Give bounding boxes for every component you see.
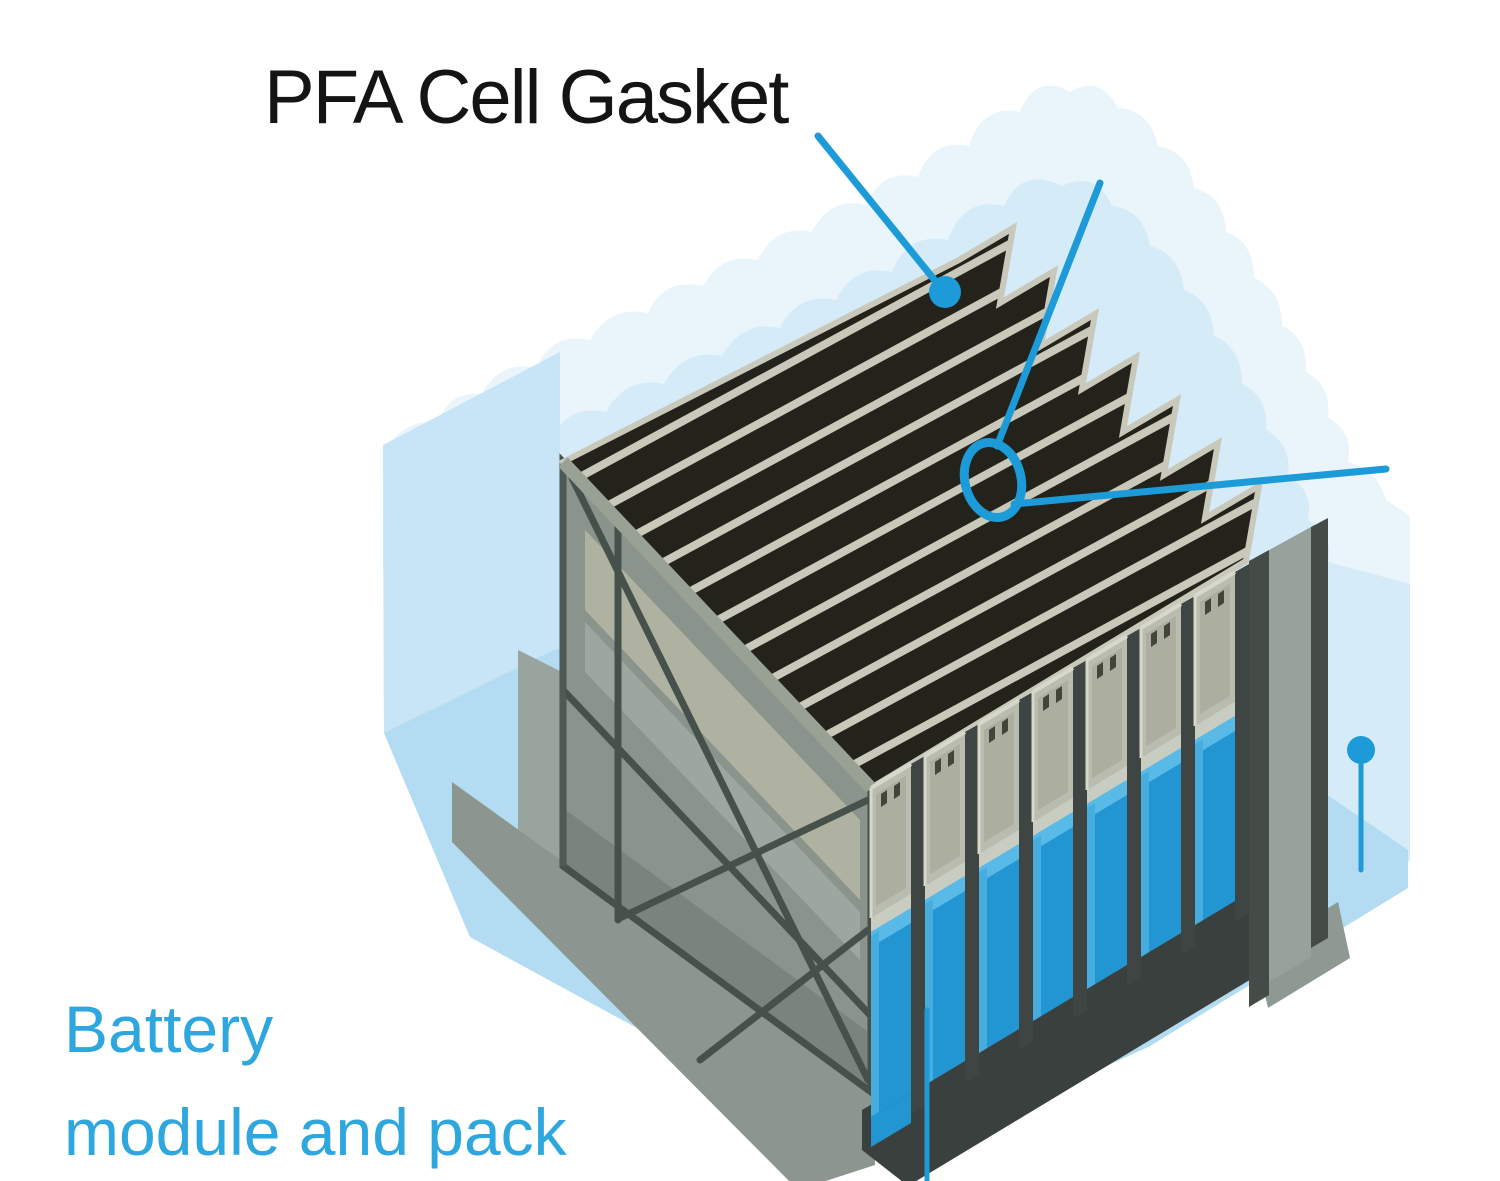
module-bottom-rail [862,878,1296,1181]
floor-pin-icon [1347,736,1375,764]
battery-cell [977,690,1035,1055]
right-leader-line [1010,465,1390,508]
fin-ridges [576,228,1259,770]
upper-leader-line [993,179,1104,450]
page-title: PFA Cell Gasket [264,55,789,140]
battery-cell [1193,562,1251,927]
caption: Battery module and pack [64,978,567,1181]
caption-line-2: module and pack [64,1094,567,1169]
module-base-plate [452,782,875,1181]
module-end-frame [1249,518,1328,1007]
truss-end-plate [559,453,875,1099]
callout-dot-icon [929,276,961,308]
battery-cell [1139,594,1197,959]
markers [929,276,1375,764]
gasket-ring-icon [959,438,1027,522]
front-cell-skirt [871,1093,911,1147]
title-leader-line [814,132,945,292]
battery-cell [1085,626,1143,991]
battery-cell [869,754,927,1119]
battery-module [452,222,1350,1181]
battery-cell [923,722,981,1087]
caption-line-1: Battery [64,992,274,1066]
module-pedestal [518,650,566,872]
battery-cells [869,562,1251,1147]
backdrop-wall [383,352,560,733]
battery-cell [1031,658,1089,1023]
leader-lines [814,132,1390,1181]
module-top-fins [558,222,1264,793]
module-top-chamfer [558,457,876,793]
module-top-edge-trim [558,222,1264,792]
